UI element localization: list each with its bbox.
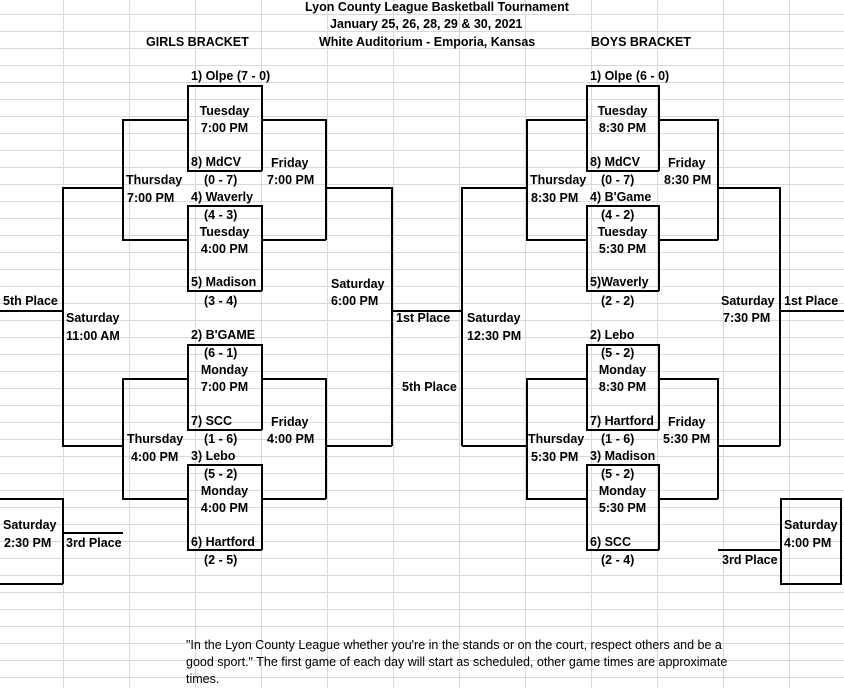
team-scc: 7) SCC — [191, 414, 232, 428]
game-day: Saturday — [467, 311, 521, 325]
game-time: 4:00 PM — [200, 242, 249, 256]
fifth-place-label: 5th Place — [402, 380, 457, 394]
game-time: 5:30 PM — [663, 432, 711, 446]
game-time: 4:00 PM — [784, 536, 832, 550]
team-record: (4 - 3) — [204, 208, 238, 222]
team-record: (5 - 2) — [601, 467, 635, 481]
team-record: (5 - 2) — [601, 346, 635, 360]
team-olpe: 1) Olpe (7 - 0) — [191, 69, 271, 83]
game-day: Friday — [668, 156, 706, 170]
team-record: (2 - 5) — [204, 553, 238, 567]
game-time: 11:00 AM — [66, 329, 120, 343]
team-record: (2 - 4) — [601, 553, 635, 567]
team-mdcv: 8) MdCV — [590, 155, 640, 169]
team-record: (4 - 2) — [601, 208, 635, 222]
team-record: (6 - 1) — [204, 346, 238, 360]
tournament-dates: January 25, 26, 28, 29 & 30, 2021 — [330, 17, 523, 31]
third-place-label: 3rd Place — [722, 553, 778, 567]
game-time: 7:30 PM — [723, 311, 771, 325]
footer-note: "In the Lyon County League whether you'r… — [186, 638, 728, 686]
game-time: 7:00 PM — [200, 380, 249, 394]
tournament-location: White Auditorium - Emporia, Kansas — [319, 35, 536, 49]
team-record: (2 - 2) — [601, 294, 635, 308]
tournament-title: Lyon County League Basketball Tournament — [305, 0, 569, 14]
game-day: Thursday — [127, 432, 184, 446]
game-day: Tuesday — [199, 225, 250, 239]
game-day: Saturday — [331, 277, 385, 291]
fifth-place-label: 5th Place — [3, 294, 58, 308]
team-scc: 6) SCC — [590, 535, 631, 549]
game-time: 8:30 PM — [598, 121, 647, 135]
game-day: Tuesday — [597, 225, 648, 239]
team-waverly: 4) Waverly — [191, 190, 254, 204]
game-time: 8:30 PM — [531, 191, 579, 205]
game-time: 6:00 PM — [331, 294, 379, 308]
game-day: Tuesday — [597, 104, 648, 118]
team-madison: 3) Madison — [590, 449, 656, 463]
game-time: 7:00 PM — [127, 191, 175, 205]
game-day: Saturday — [66, 311, 120, 325]
game-time: 5:30 PM — [598, 242, 647, 256]
first-place-label: 1st Place — [396, 311, 451, 325]
team-hartford: 6) Hartford — [191, 535, 255, 549]
game-day: Tuesday — [199, 104, 250, 118]
game-day: Saturday — [784, 518, 838, 532]
team-olpe: 1) Olpe (6 - 0) — [590, 69, 670, 83]
team-record: (0 - 7) — [204, 173, 238, 187]
game-time: 12:30 PM — [467, 329, 522, 343]
game-day: Friday — [668, 415, 706, 429]
game-time: 7:00 PM — [267, 173, 315, 187]
first-place-label: 1st Place — [784, 294, 839, 308]
game-time: 5:30 PM — [531, 450, 579, 464]
game-day: Thursday — [126, 173, 183, 187]
game-day: Saturday — [3, 518, 57, 532]
team-lebo: 3) Lebo — [191, 449, 236, 463]
boys-bracket-heading: BOYS BRACKET — [591, 35, 692, 49]
game-day: Friday — [271, 415, 309, 429]
team-mdcv: 8) MdCV — [191, 155, 241, 169]
team-record: (0 - 7) — [601, 173, 635, 187]
game-time: 8:30 PM — [664, 173, 712, 187]
game-time: 8:30 PM — [598, 380, 647, 394]
team-waverly: 5)Waverly — [590, 275, 649, 289]
team-hartford: 7) Hartford — [590, 414, 654, 428]
team-lebo: 2) Lebo — [590, 328, 635, 342]
game-day: Monday — [598, 484, 647, 498]
team-bgame: 4) B'Game — [590, 190, 652, 204]
game-day: Friday — [271, 156, 309, 170]
third-place-label: 3rd Place — [66, 536, 122, 550]
team-madison: 5) Madison — [191, 275, 257, 289]
game-day: Monday — [200, 363, 249, 377]
team-record: (1 - 6) — [204, 432, 238, 446]
game-day: Saturday — [721, 294, 775, 308]
game-time: 2:30 PM — [4, 536, 52, 550]
game-time: 4:00 PM — [200, 501, 249, 515]
game-day: Monday — [200, 484, 249, 498]
team-record: (5 - 2) — [204, 467, 238, 481]
game-day: Thursday — [530, 173, 587, 187]
team-record: (1 - 6) — [601, 432, 635, 446]
game-time: 7:00 PM — [200, 121, 249, 135]
girls-bracket-heading: GIRLS BRACKET — [146, 35, 249, 49]
game-time: 5:30 PM — [598, 501, 647, 515]
team-record: (3 - 4) — [204, 294, 238, 308]
team-bgame: 2) B'GAME — [191, 328, 256, 342]
game-day: Monday — [598, 363, 647, 377]
game-time: 4:00 PM — [131, 450, 179, 464]
game-day: Thursday — [528, 432, 585, 446]
game-time: 4:00 PM — [267, 432, 315, 446]
